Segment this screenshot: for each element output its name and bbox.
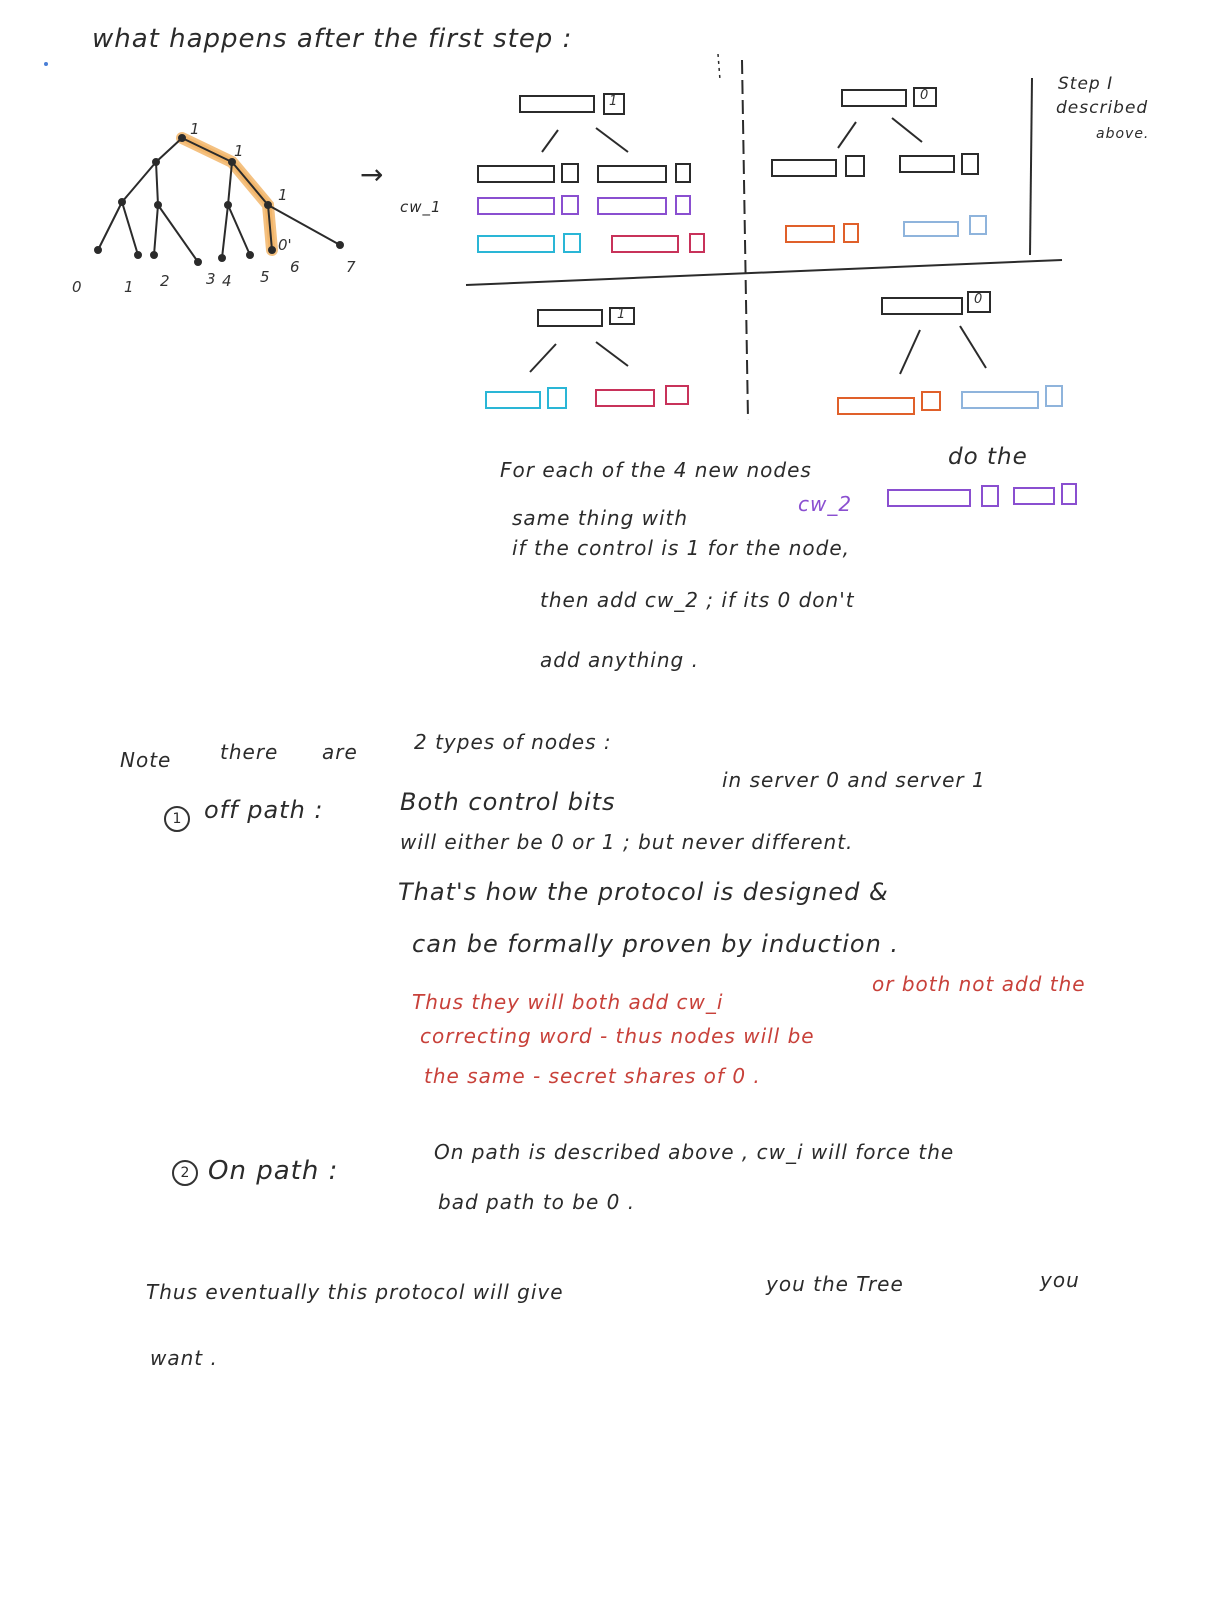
leaf-label: 7 xyxy=(346,258,356,276)
q3-bit: 1 xyxy=(617,307,626,322)
leaf-label: 1 xyxy=(124,278,134,296)
quadrant-2 xyxy=(771,87,987,243)
red-line3: the same - secret shares of 0 . xyxy=(424,1064,761,1088)
stray-dot xyxy=(44,62,48,66)
tree-leaf-bit: 0' xyxy=(278,236,292,254)
conclusion-line1c: you xyxy=(1040,1268,1080,1292)
leaf-label: 2 xyxy=(160,272,170,290)
tree-root-bit: 1 xyxy=(190,120,200,138)
cw2-inline-boxes xyxy=(887,483,1077,507)
para1-line2: same thing with xyxy=(512,506,689,530)
cw2-label: cw_2 xyxy=(798,492,853,516)
para1-line4: then add cw_2 ; if its 0 don't xyxy=(540,588,855,612)
item2-line1: On path is described above , cw_i will f… xyxy=(434,1140,955,1164)
page-title: what happens after the first step : xyxy=(92,24,573,54)
note-word: Note xyxy=(120,748,172,772)
q1-bit: 1 xyxy=(609,94,618,109)
item2-line2: bad path to be 0 . xyxy=(438,1190,636,1214)
arrow-icon: → xyxy=(360,158,385,191)
title-dash xyxy=(717,53,721,81)
para1-line1-end: do the xyxy=(948,444,1028,470)
note-are: are xyxy=(322,740,358,764)
item1-line3: That's how the protocol is designed & xyxy=(398,878,889,906)
item2-heading: On path : xyxy=(208,1156,339,1186)
step-note-line2: described xyxy=(1056,98,1149,118)
q2-bit: 0 xyxy=(920,88,929,103)
conclusion-line1b: you the Tree xyxy=(766,1272,904,1296)
quadrant-3 xyxy=(485,307,689,409)
leaf-label: 5 xyxy=(260,268,270,286)
item1-number: 1 xyxy=(164,806,190,832)
step-note-line3: above. xyxy=(1096,126,1150,142)
item1-line1a: Both control bits xyxy=(400,788,616,816)
quadrant-dividers xyxy=(465,59,1063,421)
item1-heading: off path : xyxy=(204,796,324,824)
item1-line2: will either be 0 or 1 ; but never differ… xyxy=(400,830,854,854)
leaf-label: 0 xyxy=(72,278,82,296)
tree-sketch xyxy=(94,132,344,266)
item1-line1b: in server 0 and server 1 xyxy=(722,768,986,792)
q4-bit: 0 xyxy=(974,292,983,307)
para1-line5: add anything . xyxy=(540,648,699,672)
red-line1a: Thus they will both add cw_i xyxy=(412,990,724,1014)
conclusion-line1a: Thus eventually this protocol will give xyxy=(146,1280,564,1304)
leaf-label: 4 xyxy=(222,272,232,290)
cw1-label: cw_1 xyxy=(400,198,442,216)
note-there: there xyxy=(220,740,279,764)
leaf-label: 6 xyxy=(290,258,300,276)
note-types: 2 types of nodes : xyxy=(414,730,612,754)
step-note-line1: Step I xyxy=(1058,74,1114,94)
para1-line3: if the control is 1 for the node, xyxy=(512,536,850,560)
tree-mid-bit: 1 xyxy=(234,142,244,160)
item2-number: 2 xyxy=(172,1160,198,1186)
leaf-label: 3 xyxy=(206,270,216,288)
tree-low-bit: 1 xyxy=(278,186,288,204)
red-line2: correcting word - thus nodes will be xyxy=(420,1024,815,1048)
item1-line4: can be formally proven by induction . xyxy=(412,930,900,958)
red-line1b: or both not add the xyxy=(872,972,1086,996)
quadrant-1 xyxy=(477,93,705,253)
quadrant-4 xyxy=(837,291,1063,415)
conclusion-line2: want . xyxy=(150,1346,218,1370)
para1-line1: For each of the 4 new nodes xyxy=(500,458,812,482)
